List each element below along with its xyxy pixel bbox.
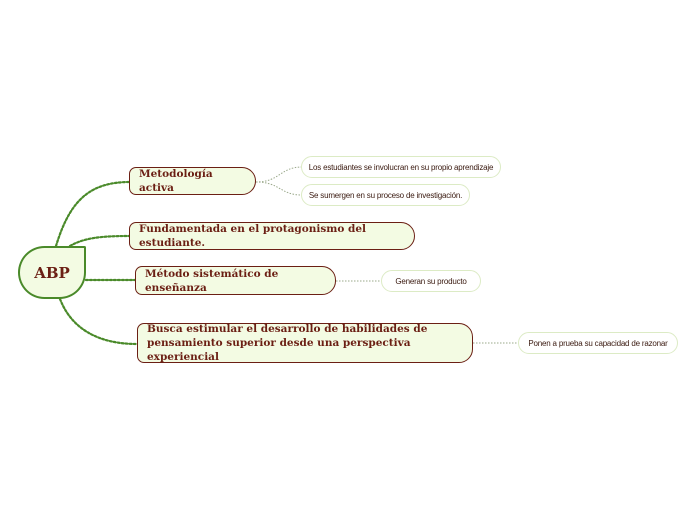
connector-branch-1-to-sub-1 (255, 166, 303, 183)
branch-node-fundamentada[interactable]: Fundamentada en el protagonismo del estu… (129, 222, 415, 250)
subnode-ponen-prueba[interactable]: Ponen a prueba su capacidad de razonar (518, 332, 678, 354)
connector-branch-1-to-sub-2 (255, 181, 303, 196)
connector-root-to-branch-1 (54, 180, 132, 248)
branch-label: Metodología activa (139, 168, 213, 194)
subnode-label: Se sumergen en su proceso de investigaci… (308, 190, 463, 200)
connector-root-to-branch-4 (58, 297, 139, 346)
main-connectors (54, 180, 139, 346)
subnode-estudiantes-involucran[interactable]: Los estudiantes se involucran en su prop… (301, 156, 501, 178)
connector-root-to-branch-2 (68, 234, 132, 248)
branch-label: Fundamentada en el protagonismo del estu… (139, 223, 367, 249)
subnode-sumergen[interactable]: Se sumergen en su proceso de investigaci… (301, 184, 470, 206)
sub-connectors (255, 166, 519, 344)
subnode-label: Ponen a prueba su capacidad de razonar (528, 338, 668, 348)
branch-node-metodologia[interactable]: Metodología activa (129, 167, 256, 195)
branch-node-metodo[interactable]: Método sistemático de enseñanza (135, 266, 336, 295)
branch-label: Método sistemático de enseñanza (145, 267, 279, 294)
branch-label: Busca estimular el desarrollo de habilid… (147, 323, 428, 363)
subnode-label: Generan su producto (395, 276, 467, 286)
branch-node-busca[interactable]: Busca estimular el desarrollo de habilid… (137, 323, 473, 363)
root-label: ABP (34, 263, 70, 282)
root-node[interactable]: ABP (18, 246, 86, 299)
subnode-label: Los estudiantes se involucran en su prop… (308, 162, 494, 172)
subnode-generan-producto[interactable]: Generan su producto (381, 270, 481, 292)
